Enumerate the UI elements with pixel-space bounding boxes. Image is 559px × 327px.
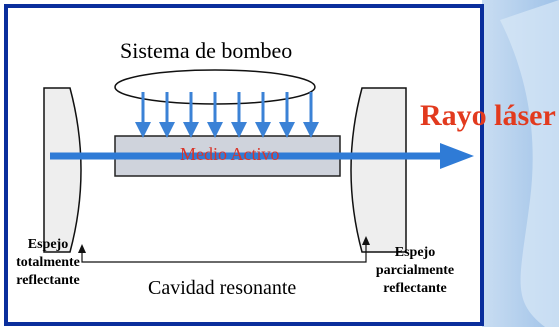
partial-mirror-label-line2: parcialmente (375, 263, 455, 278)
partial-mirror-label-line1: Espejo (394, 245, 436, 260)
full-mirror-label-line1: Espejo (27, 237, 69, 252)
full-mirror (43, 87, 82, 253)
full-mirror-label: Espejo totalmente reflectante (8, 236, 88, 290)
pump-arrow (207, 92, 223, 138)
active-medium-label: Medio Activo (180, 144, 280, 164)
pump-arrow (135, 92, 151, 138)
pump-system-label: Sistema de bombeo (120, 38, 293, 63)
partial-mirror (350, 87, 407, 253)
pump-arrow (159, 92, 175, 138)
full-mirror-label-line2: totalmente (16, 255, 80, 270)
laser-beam-label: Rayo láser (420, 99, 556, 132)
pump-arrow (255, 92, 271, 138)
pump-arrows (135, 92, 319, 138)
partial-mirror-label-line3: reflectante (383, 281, 447, 296)
partial-mirror-label: Espejo parcialmente reflectante (360, 244, 470, 298)
background-decoration (500, 0, 559, 327)
pump-arrow (279, 92, 295, 138)
pump-arrow (183, 92, 199, 138)
cavity-bracket-arrowhead-right (362, 236, 370, 245)
pump-arrow (303, 92, 319, 138)
cavity-bracket (81, 240, 367, 263)
cavity-bracket-arrowhead-left (78, 244, 86, 253)
full-mirror-label-line3: reflectante (16, 273, 80, 288)
pump-arrow (231, 92, 247, 138)
cavity-label: Cavidad resonante (148, 277, 297, 299)
laser-beam-arrowhead (440, 143, 474, 169)
